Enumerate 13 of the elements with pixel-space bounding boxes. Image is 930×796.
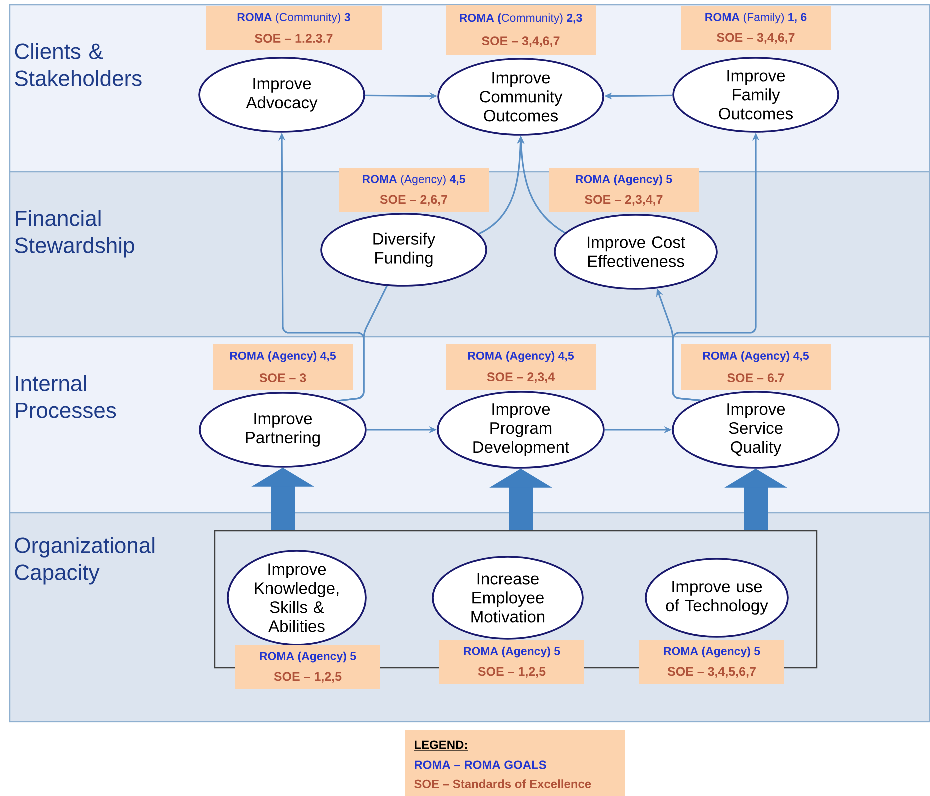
goal-tag: ROMA (Agency) 5 SOE – 3,4,5,6,7 [640, 640, 784, 684]
goal-tag: ROMA (Agency) 4,5 SOE – 2,6,7 [339, 168, 489, 212]
legend-box: LEGEND: ROMA – ROMA GOALS SOE – Standards of Excellence [405, 730, 625, 796]
goal-tag: ROMA (Agency) 5 SOE – 1,2,5 [236, 645, 380, 689]
goal-tag: ROMA (Agency) 4,5 SOE – 2,3,4 [446, 344, 596, 390]
goal-tag: ROMA (Agency) 4,5 SOE – 3 [213, 344, 353, 390]
goal-tag: ROMA (Agency) 5 SOE – 2,3,4,7 [549, 168, 699, 212]
goal-tag: ROMA (Community) 2,3 SOE – 3,4,6,7 [446, 5, 596, 55]
goal-tag: ROMA (Family) 1, 6 SOE – 3,4,6,7 [681, 6, 831, 50]
goal-tag: ROMA (Community) 3 SOE – 1.2.3.7 [206, 6, 382, 50]
connector-line [337, 286, 388, 402]
goal-tag: ROMA (Agency) 4,5 SOE – 6.7 [681, 344, 831, 390]
goal-tag: ROMA (Agency) 5 SOE – 1,2,5 [440, 640, 584, 684]
